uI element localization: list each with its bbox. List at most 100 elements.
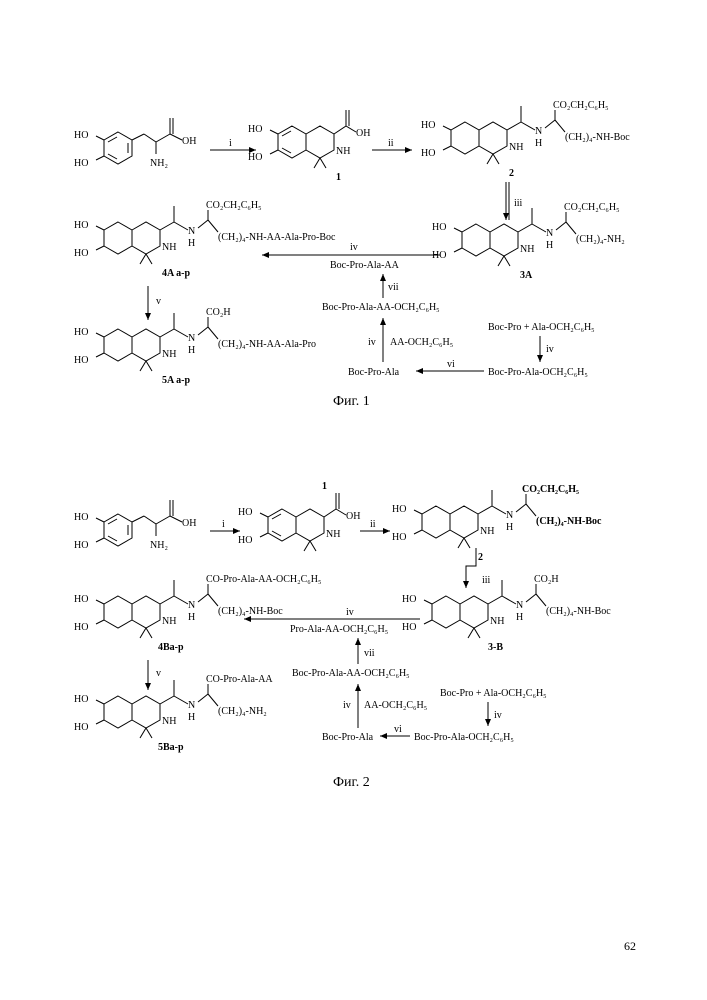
c3b-chain: (CH₂)₄-NH-Boc: [546, 606, 611, 617]
compound-label-1: 1: [336, 172, 341, 183]
c3a-nh: NH: [520, 244, 534, 255]
dopa-ho-bottom: HO: [74, 158, 88, 169]
compound-4B-structure: HO HO NH N H CO-Pro-Ala-AA-OCH₂C₆H₅ (CH₂…: [74, 574, 321, 653]
compound-1-structure-2: HO HO OH NH 1: [238, 481, 360, 551]
compound-2-structure: HO HO NH N H CO₂CH₂C₆H₅ (CH₂)₄-NH-Boc 2: [421, 100, 630, 179]
step-vii-label-1: vii: [388, 282, 399, 293]
c5b-nh: NH: [162, 716, 176, 727]
dopa2-nh2: NH₂: [150, 540, 168, 551]
c4a-chain: (CH₂)₄-NH-AA-Ala-Pro-Boc: [218, 232, 336, 243]
c2-ho-bottom: HO: [421, 148, 435, 159]
compound-5B-structure: HO HO NH N H CO-Pro-Ala-AA (CH₂)₄-NH₂ 5B…: [74, 674, 273, 753]
c4b-ho-top: HO: [74, 594, 88, 605]
peptide-boc-pro-ala-aa: Boc-Pro-Ala-AA: [330, 260, 400, 271]
compound-2-structure-2: HO HO NH N H CO₂CH₂C₆H₅ (CH₂)₄-NH-Boc 2: [392, 484, 602, 563]
peptide-pro-ala-aa-obn: Pro-Ala-AA-OCH₂C₆H₅: [290, 624, 388, 635]
c1-oh: OH: [356, 128, 370, 139]
compound-label-2-fig2: 2: [478, 552, 483, 563]
c5a-ho-top: HO: [74, 327, 88, 338]
c5b-ho-top: HO: [74, 694, 88, 705]
figure-1-caption: Фиг. 1: [333, 394, 370, 409]
c3a-ho-top: HO: [432, 222, 446, 233]
c5a-ho-bottom: HO: [74, 355, 88, 366]
c2b-chain: (CH₂)₄-NH-Boc: [536, 516, 602, 527]
c3b-ho-top: HO: [402, 594, 416, 605]
c5a-acid: CO₂H: [206, 307, 231, 318]
c4b-ho-bottom: HO: [74, 622, 88, 633]
c1-ho-top: HO: [248, 124, 262, 135]
c4a-amide-n: N: [188, 226, 195, 237]
dopa-ho-top: HO: [74, 130, 88, 141]
c4a-ester: CO₂CH₂C₆H₅: [206, 200, 262, 211]
c2b-nh: NH: [480, 526, 494, 537]
c1b-nh: NH: [326, 529, 340, 540]
c1b-oh: OH: [346, 511, 360, 522]
step-iv-label-1: iv: [350, 242, 358, 253]
c3b-amide-n: N: [516, 600, 523, 611]
arrow-iii-2: [466, 548, 476, 588]
compound-3A-structure: HO HO NH N H CO₂CH₂C₆H₅ (CH₂)₄-NH₂ 3A: [432, 202, 625, 281]
c1b-ho-top: HO: [238, 507, 252, 518]
peptide-boc-pro-ala-obn: Boc-Pro-Ala-OCH₂C₆H₅: [488, 367, 588, 378]
c4b-nh: NH: [162, 616, 176, 627]
step-iii-label: iii: [514, 198, 523, 209]
c4a-nh: NH: [162, 242, 176, 253]
c5b-co: CO-Pro-Ala-AA: [206, 674, 273, 685]
step-iv-label-2: iv: [346, 607, 354, 618]
c5b-ho-bottom: HO: [74, 722, 88, 733]
c4a-ho-bottom: HO: [74, 248, 88, 259]
peptide-boc-pro-plus-ala: Boc-Pro + Ala-OCH₂C₆H₅: [488, 322, 595, 333]
c1b-ho-bottom: HO: [238, 535, 252, 546]
c2-nh: NH: [509, 142, 523, 153]
c1-ho-bottom: HO: [248, 152, 262, 163]
step-iv-label-aa-1: iv: [368, 337, 376, 348]
step-iii-label-2: iii: [482, 575, 491, 586]
peptide-aa-obn: AA-OCH₂C₆H₅: [390, 337, 453, 348]
dopa2-oh: OH: [182, 518, 196, 529]
c4a-amide-h: H: [188, 238, 195, 249]
step-iv-label-coupling-1: iv: [546, 344, 554, 355]
peptide2-aa-obn: AA-OCH₂C₆H₅: [364, 700, 427, 711]
compound-4A-structure: HO HO NH N H CO₂CH₂C₆H₅ (CH₂)₄-NH-AA-Ala…: [74, 200, 336, 279]
dopa-oh: OH: [182, 136, 196, 147]
c3a-ester: CO₂CH₂C₆H₅: [564, 202, 620, 213]
c2-ho-top: HO: [421, 120, 435, 131]
c3b-ho-bottom: HO: [402, 622, 416, 633]
compound-label-4A: 4A a-p: [162, 268, 191, 279]
c2b-ho-bottom: HO: [392, 532, 406, 543]
dopa-structure-1: HO HO OH NH₂: [74, 118, 196, 169]
c4b-amide-n: N: [188, 600, 195, 611]
c3b-nh: NH: [490, 616, 504, 627]
c3a-amide-h: H: [546, 240, 553, 251]
c2-amide-n: N: [535, 126, 542, 137]
compound-label-3B: 3-B: [488, 642, 503, 653]
peptide2-boc-pro-plus-ala: Boc-Pro + Ala-OCH₂C₆H₅: [440, 688, 547, 699]
step-vii-label-2: vii: [364, 648, 375, 659]
compound-label-5A: 5A a-p: [162, 375, 191, 386]
compound-label-4B: 4Ba-p: [158, 642, 184, 653]
c4b-amide-h: H: [188, 612, 195, 623]
peptide-boc-pro-ala-aa-obn: Boc-Pro-Ala-AA-OCH₂C₆H₅: [322, 302, 440, 313]
figure-1: HO HO OH NH₂ i HO HO OH NH 1: [74, 100, 630, 409]
compound-label-5B: 5Ba-p: [158, 742, 184, 753]
c4a-ho-top: HO: [74, 220, 88, 231]
c2-chain: (CH₂)₄-NH-Boc: [565, 132, 630, 143]
c2b-ester: CO₂CH₂C₆H₅: [522, 484, 579, 495]
step-v-label-2: v: [156, 668, 161, 679]
c3b-amide-h: H: [516, 612, 523, 623]
c5a-amide-n: N: [188, 333, 195, 344]
c4b-chain: (CH₂)₄-NH-Boc: [218, 606, 283, 617]
compound-label-2: 2: [509, 168, 514, 179]
dopa-structure-2: HO HO OH NH₂: [74, 500, 196, 551]
peptide2-boc-pro-ala-obn: Boc-Pro-Ala-OCH₂C₆H₅: [414, 732, 514, 743]
compound-label-3A: 3A: [520, 270, 533, 281]
c4b-co: CO-Pro-Ala-AA-OCH₂C₆H₅: [206, 574, 321, 585]
compound-3B-structure: HO HO NH N H CO₂H (CH₂)₄-NH-Boc 3-B: [402, 574, 611, 653]
c3a-chain: (CH₂)₄-NH₂: [576, 234, 625, 245]
c2-amide-h: H: [535, 138, 542, 149]
c5a-chain: (CH₂)₄-NH-AA-Ala-Pro: [218, 339, 316, 350]
figure-2: HO HO OH NH₂ i HO HO OH NH 1: [74, 481, 611, 790]
compound-1-structure: HO HO OH NH 1: [248, 110, 370, 183]
c1-nh: NH: [336, 146, 350, 157]
